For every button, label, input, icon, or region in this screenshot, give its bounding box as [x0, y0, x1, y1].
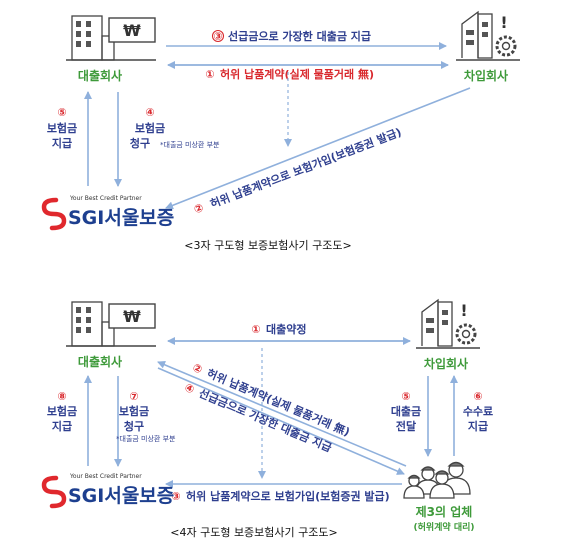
- step1-number: ①: [251, 323, 260, 336]
- step4-note: *대출금 미상환 부분: [160, 140, 220, 149]
- building-won-icon: ₩: [66, 15, 156, 61]
- step8-number: ⑧: [57, 390, 66, 403]
- third-party-label: 제3의 업체: [416, 504, 473, 519]
- diagram-four-party: ₩ 대출회사 ! 차입회사 ① 대출약정 ② 허위 납품계약(실제 물품: [41, 298, 493, 539]
- sgi-logo-icon: [41, 475, 67, 509]
- factory-gear-icon: !: [416, 298, 480, 349]
- step7-number: ⑦: [129, 390, 138, 403]
- workers-group-icon: [403, 461, 471, 499]
- step1-text: 대출약정: [266, 322, 306, 336]
- step7-line2: 청구: [124, 419, 144, 433]
- step3-number: ③: [213, 30, 222, 43]
- step6-line1: 수수료: [463, 405, 493, 418]
- caption-four-party: <4자 구도형 보증보험사기 구조도>: [170, 526, 337, 539]
- lender-label: 대출회사: [78, 68, 122, 83]
- borrower-label: 차입회사: [464, 68, 508, 83]
- arrow-step2: [165, 87, 471, 210]
- sgi-tagline: Your Best Credit Partner: [69, 473, 142, 480]
- step5-line1: 보험금: [47, 121, 77, 135]
- step6-number: ⑥: [473, 390, 482, 403]
- step4-line2: 청구: [130, 136, 150, 150]
- step4-number: ④: [145, 106, 154, 119]
- step2-text: 허위 납품계약으로 보험가입(보험증권 발급): [208, 125, 403, 211]
- step8-line2: 지급: [52, 419, 72, 433]
- step1-number: ①: [205, 68, 214, 81]
- step6-line2: 지급: [468, 419, 488, 433]
- step4-number: ④: [183, 381, 197, 397]
- step4-line1: 보험금: [135, 121, 165, 135]
- step1-text: 허위 납품계약(실제 물품거래 無): [220, 67, 374, 81]
- svg-text:₩: ₩: [123, 21, 141, 40]
- factory-gear-icon: !: [456, 10, 520, 61]
- step5-line2: 지급: [52, 136, 72, 150]
- step7-line1: 보험금: [119, 404, 149, 418]
- step3-number: ③: [171, 490, 180, 503]
- sgi-brand: SGI서울보증: [68, 485, 174, 507]
- third-party-sublabel: (허위계약 대리): [413, 521, 474, 533]
- svg-text:!: !: [500, 13, 507, 32]
- arrow-step4: [157, 367, 405, 475]
- sgi-tagline: Your Best Credit Partner: [69, 195, 142, 202]
- step5-line2: 전달: [396, 419, 416, 433]
- step7-note: *대출금 미상환 부분: [116, 434, 176, 443]
- step2-number: ②: [192, 201, 205, 216]
- step3-text: 선급금으로 가장한 대출금 지급: [228, 29, 371, 43]
- step5-number: ⑤: [401, 390, 410, 403]
- arrow-step2: [157, 361, 407, 467]
- svg-text:₩: ₩: [123, 307, 141, 326]
- step5-line1: 대출금: [391, 404, 421, 418]
- caption-three-party: <3자 구도형 보증보험사기 구조도>: [184, 239, 351, 252]
- svg-text:!: !: [460, 301, 467, 320]
- diagram-three-party: ₩ 대출회사 ! 차입회사 ③ 선급금으로 가장한 대출금 지급 ① 허위 납품…: [41, 10, 520, 252]
- step3-text: 허위 납품계약으로 보험가입(보험증권 발급): [186, 489, 390, 503]
- lender-label: 대출회사: [78, 354, 122, 369]
- borrower-label: 차입회사: [424, 356, 468, 371]
- sgi-brand: SGI서울보증: [68, 207, 174, 229]
- sgi-logo-icon: [41, 197, 67, 231]
- building-won-icon: ₩: [66, 301, 156, 347]
- step8-line1: 보험금: [47, 404, 77, 418]
- step2-number: ②: [191, 361, 205, 377]
- step5-number: ⑤: [57, 106, 66, 119]
